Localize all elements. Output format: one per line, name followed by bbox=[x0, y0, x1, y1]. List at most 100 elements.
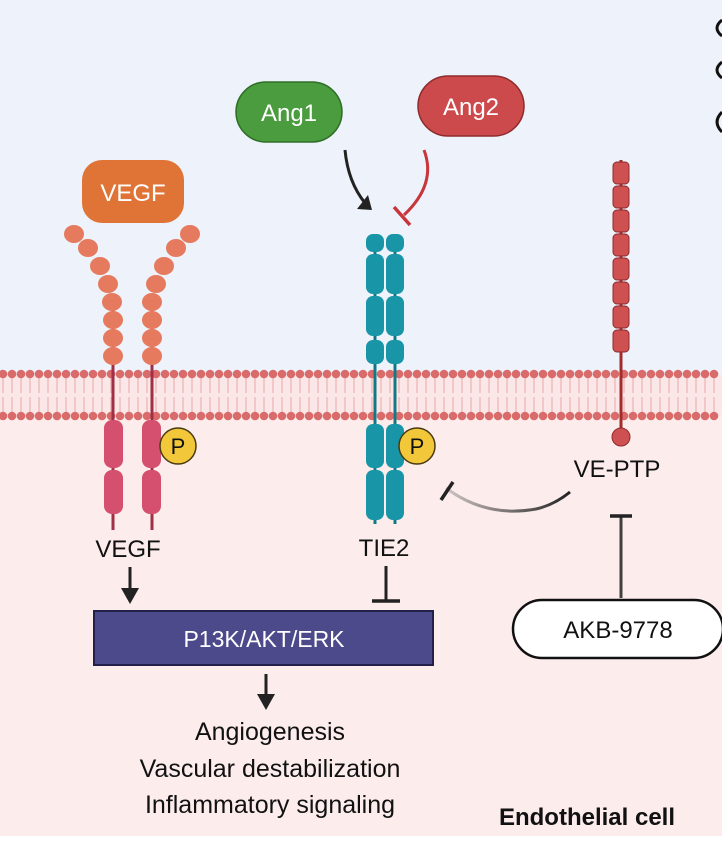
lipid-head bbox=[124, 369, 134, 379]
ang2-ligand bbox=[417, 75, 525, 137]
lipid-head bbox=[304, 411, 314, 421]
lipid-head bbox=[160, 369, 170, 379]
tie2-domain bbox=[386, 340, 404, 364]
ve-ptp-fn3-domain bbox=[612, 209, 630, 233]
lipid-head bbox=[475, 411, 485, 421]
ve-ptp-domains bbox=[612, 161, 630, 353]
lipid-head bbox=[124, 411, 134, 421]
lipid-head bbox=[331, 411, 341, 421]
lipid-head bbox=[322, 411, 332, 421]
vegf-receptor-ig-domain bbox=[90, 257, 110, 275]
tie2-receptor: P bbox=[366, 234, 436, 524]
lipid-head bbox=[61, 411, 71, 421]
cropped-legend-mark-3 bbox=[715, 110, 722, 134]
tie2-domains bbox=[366, 234, 404, 520]
lipid-head bbox=[142, 411, 152, 421]
cell-membrane bbox=[0, 369, 722, 421]
lipid-head bbox=[493, 369, 503, 379]
lipid-head bbox=[673, 411, 683, 421]
lipid-head bbox=[205, 369, 215, 379]
lipid-head bbox=[556, 369, 566, 379]
lipid-head bbox=[43, 369, 53, 379]
lipid-head bbox=[610, 369, 620, 379]
lipid-head bbox=[421, 411, 431, 421]
lipid-head bbox=[430, 369, 440, 379]
lipid-head bbox=[25, 369, 35, 379]
lipid-head bbox=[43, 411, 53, 421]
lipid-head bbox=[88, 369, 98, 379]
lipid-head bbox=[151, 411, 161, 421]
lipid-head bbox=[0, 369, 8, 379]
lipid-head bbox=[448, 411, 458, 421]
vegf-receptor-ig-domain bbox=[78, 239, 98, 257]
lipid-head bbox=[223, 369, 233, 379]
cropped-legend-mark-1 bbox=[715, 18, 722, 38]
vegf-receptor-kinase-left-lower bbox=[104, 470, 123, 514]
lipid-head bbox=[583, 411, 593, 421]
lipid-head bbox=[115, 411, 125, 421]
ang1-arrowhead bbox=[357, 195, 372, 210]
tie2-domain bbox=[366, 296, 384, 336]
ve-ptp-receptor bbox=[611, 160, 631, 447]
lipid-head bbox=[34, 369, 44, 379]
lipid-head bbox=[592, 369, 602, 379]
tie2-domain bbox=[386, 234, 404, 252]
lipid-head bbox=[691, 411, 701, 421]
lipid-head bbox=[466, 411, 476, 421]
lipid-head bbox=[0, 411, 8, 421]
lipid-head bbox=[547, 411, 557, 421]
outcome-angiogenesis: Angiogenesis bbox=[195, 718, 345, 746]
lipid-head bbox=[529, 411, 539, 421]
lipid-head bbox=[628, 411, 638, 421]
lipid-head bbox=[529, 369, 539, 379]
lipid-head bbox=[655, 369, 665, 379]
tie2-domain bbox=[366, 234, 384, 252]
lipid-head bbox=[592, 411, 602, 421]
tie2-domain bbox=[366, 470, 384, 520]
lipid-head bbox=[376, 369, 386, 379]
lipid-head bbox=[25, 411, 35, 421]
vegf-receptor-ig-domain bbox=[154, 257, 174, 275]
vegf-receptor-ig-domain bbox=[142, 311, 162, 329]
lipid-head bbox=[457, 411, 467, 421]
ve-ptp-inhibition-bar bbox=[439, 481, 455, 501]
ve-ptp-label: VE-PTP bbox=[574, 456, 661, 483]
outcome-arrowhead bbox=[257, 694, 275, 710]
tie2-domain bbox=[366, 424, 384, 468]
lipid-head bbox=[430, 411, 440, 421]
ang1-activation-arrow bbox=[343, 149, 367, 204]
lipid-head bbox=[232, 369, 242, 379]
lipid-head bbox=[412, 411, 422, 421]
lipid-head bbox=[565, 369, 575, 379]
lipid-head bbox=[349, 411, 359, 421]
lipid-head bbox=[511, 411, 521, 421]
lipid-head bbox=[574, 369, 584, 379]
lipid-head bbox=[421, 369, 431, 379]
vegf-receptor-kinase-right-upper bbox=[142, 420, 161, 468]
lipid-head bbox=[385, 411, 395, 421]
ve-ptp-fn3-domain bbox=[612, 281, 630, 305]
vegf-receptor-ig-domain bbox=[166, 239, 186, 257]
lipid-head bbox=[511, 369, 521, 379]
lipid-head bbox=[403, 369, 413, 379]
vegf-receptor-label: VEGF bbox=[95, 536, 160, 563]
lipid-head bbox=[448, 369, 458, 379]
lipid-head bbox=[376, 411, 386, 421]
vegf-receptor-ig-domain bbox=[64, 225, 84, 243]
akb-9778-drug bbox=[511, 598, 722, 660]
lipid-head bbox=[196, 411, 206, 421]
lipid-head bbox=[655, 411, 665, 421]
lipid-head bbox=[115, 369, 125, 379]
lipid-head bbox=[250, 369, 260, 379]
lipid-head bbox=[709, 369, 719, 379]
lipid-head bbox=[520, 369, 530, 379]
vegf-phospho-label: P bbox=[171, 434, 186, 459]
lipid-head bbox=[259, 369, 269, 379]
ve-ptp-fn3-domain bbox=[612, 233, 630, 257]
tie2-domain bbox=[386, 424, 404, 468]
lipid-head bbox=[538, 369, 548, 379]
ve-ptp-phosphatase-domain bbox=[611, 427, 631, 447]
lipid-head bbox=[169, 369, 179, 379]
vegf-receptor-ig-domain bbox=[142, 329, 162, 347]
